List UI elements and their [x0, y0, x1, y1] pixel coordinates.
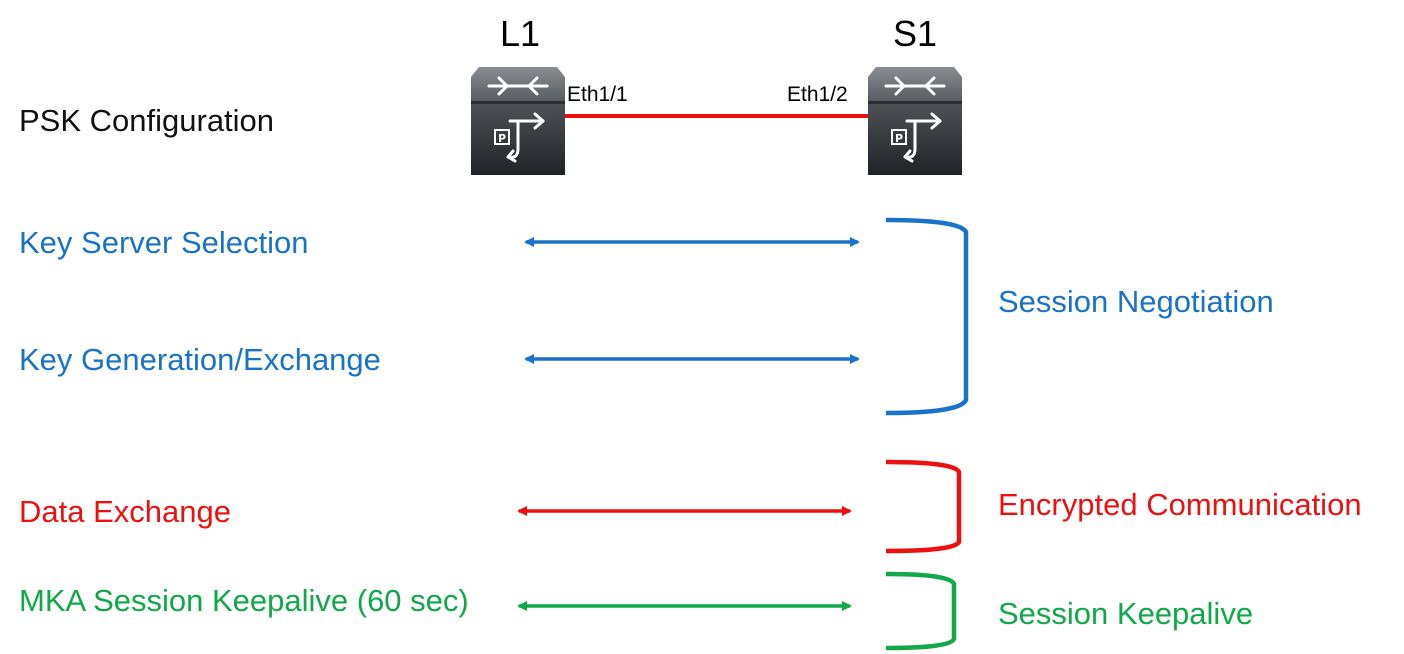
bracket-encrypted-communication [885, 459, 962, 554]
phase-label-encrypted-communication: Encrypted Communication [998, 487, 1362, 522]
step-label-keepalive: MKA Session Keepalive (60 sec) [19, 583, 469, 618]
network-switch-icon: P [868, 67, 962, 175]
port-label-s1: Eth1/2 [787, 83, 848, 106]
network-switch-icon: P [471, 67, 565, 175]
device-name-l1: L1 [500, 13, 541, 54]
step-label-key-generation: Key Generation/Exchange [19, 342, 381, 377]
step-label-key-server-selection: Key Server Selection [19, 225, 309, 260]
phase-label-session-negotiation: Session Negotiation [998, 284, 1274, 319]
bracket-session-keepalive [885, 571, 957, 651]
bracket-session-negotiation [885, 217, 969, 416]
device-name-s1: S1 [893, 13, 938, 54]
phase-label-session-keepalive: Session Keepalive [998, 596, 1254, 631]
svg-text:P: P [895, 132, 903, 145]
step-label-data-exchange: Data Exchange [19, 494, 231, 529]
diagram-title: PSK Configuration [19, 103, 275, 138]
port-label-l1: Eth1/1 [567, 83, 628, 106]
svg-text:P: P [498, 132, 506, 145]
